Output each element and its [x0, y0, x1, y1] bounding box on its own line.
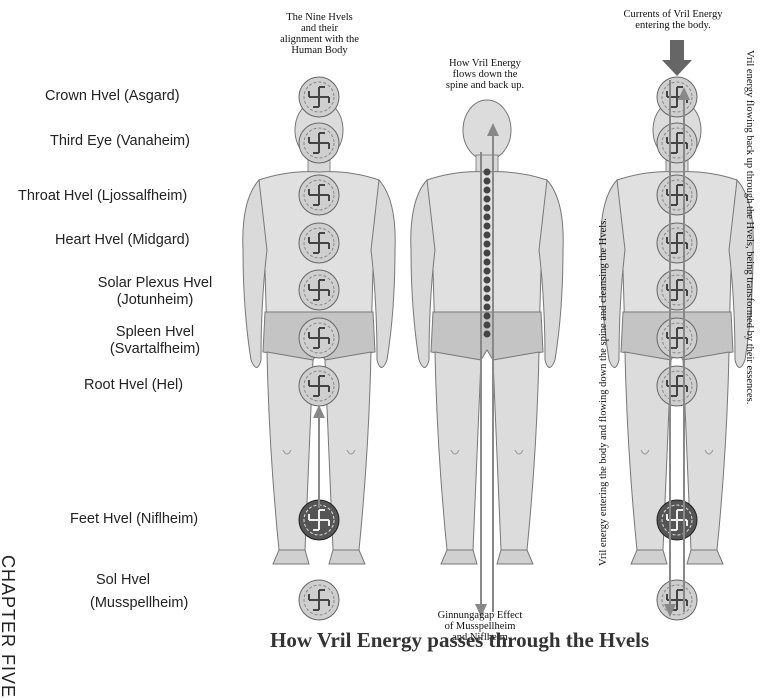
label-heart: Heart Hvel (Midgard) [55, 232, 190, 248]
caption-currents: Currents of Vril Energy entering the bod… [593, 9, 753, 31]
caption-flows: How Vril Energy flows down the spine and… [425, 58, 545, 91]
label-spleen-2: (Svartalfheim) [80, 341, 230, 357]
label-third-eye: Third Eye (Vanaheim) [50, 133, 190, 149]
vertical-note-right: Vril energy flowing back up through the … [744, 50, 755, 404]
chapter-heading: CHAPTER FIVE [0, 555, 18, 698]
label-feet: Feet Hvel (Niflheim) [70, 511, 198, 527]
vertical-note-left: Vril energy entering the body and flowin… [598, 218, 609, 566]
caption-nine-hvels: The Nine Hvels and their alignment with … [262, 12, 377, 56]
label-sol-2: (Musspellheim) [90, 595, 188, 611]
diagram-title: How Vril Energy passes through the Hvels [270, 628, 649, 653]
label-root: Root Hvel (Hel) [84, 377, 183, 393]
label-crown: Crown Hvel (Asgard) [45, 88, 180, 104]
label-solar-plexus-1: Solar Plexus Hvel [80, 275, 230, 291]
label-solar-plexus-2: (Jotunheim) [80, 292, 230, 308]
label-spleen-1: Spleen Hvel [80, 324, 230, 340]
label-sol-1: Sol Hvel [96, 572, 150, 588]
label-throat: Throat Hvel (Ljossalfheim) [18, 188, 187, 204]
